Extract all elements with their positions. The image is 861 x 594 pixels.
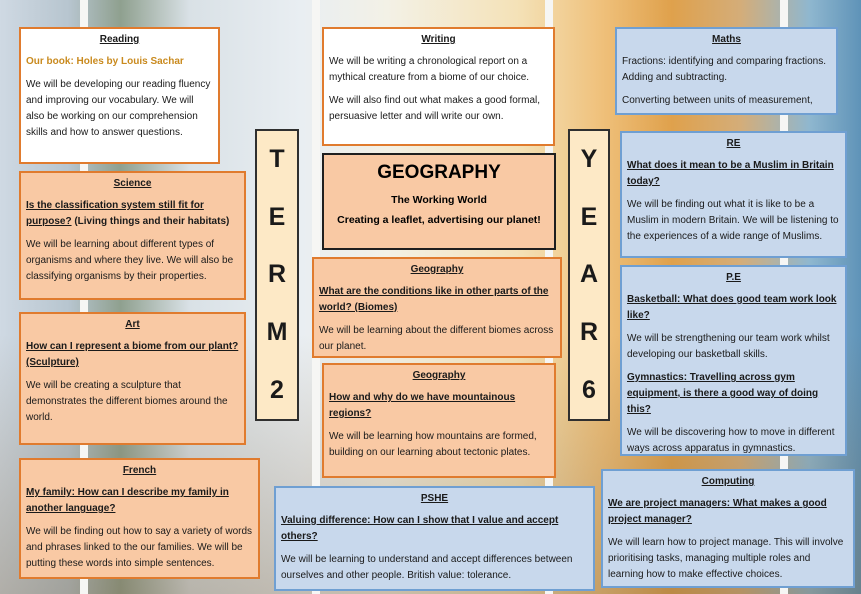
geography-biomes-question: What are the conditions like in other pa… <box>319 286 549 313</box>
geography-mountains-text: We will be learning how mountains are fo… <box>329 431 537 458</box>
year-letter: R <box>579 318 599 347</box>
french-text: We will be finding out how to say a vari… <box>26 526 253 569</box>
geography-biomes-text: We will be learning about the different … <box>319 325 554 352</box>
reading-text: We will be developing our reading fluenc… <box>26 79 211 138</box>
maths-text-2: Converting between units of measurement, <box>622 95 813 106</box>
reading-box: Reading Our book: Holes by Louis Sachar … <box>19 27 220 164</box>
pshe-text: We will be learning to understand and ac… <box>281 554 573 581</box>
french-question: My family: How can I describe my family … <box>26 487 229 514</box>
french-heading: French <box>122 465 157 476</box>
page-title: GEOGRAPHY <box>377 162 501 183</box>
art-text: We will be creating a sculpture that dem… <box>26 380 228 423</box>
geography-mountains-heading: Geography <box>412 370 466 381</box>
pe-text-2: We will be discovering how to move in di… <box>627 427 835 454</box>
year-letter: A <box>579 260 599 289</box>
computing-text: We will learn how to project manage. Thi… <box>608 537 844 580</box>
year-letter: E <box>580 202 598 231</box>
computing-box: Computing We are project managers: What … <box>601 469 855 588</box>
maths-heading: Maths <box>712 34 741 45</box>
pe-question-2: Gymnastics: Travelling across gym equipm… <box>627 372 819 415</box>
pe-box: P.E Basketball: What does good team work… <box>620 265 847 456</box>
re-box: RE What does it mean to be a Muslim in B… <box>620 131 847 258</box>
computing-question: We are project managers: What makes a go… <box>608 498 827 525</box>
geography-mountains-box: Geography How and why do we have mountai… <box>322 363 556 478</box>
writing-heading: Writing <box>421 34 456 45</box>
art-heading: Art <box>125 319 140 330</box>
page-tagline: Creating a leaflet, advertising our plan… <box>337 214 541 226</box>
maths-box: Maths Fractions: identifying and compari… <box>615 27 838 115</box>
year-banner: Y E A R 6 <box>568 129 610 421</box>
term-letter: M <box>266 318 288 347</box>
term-letter: R <box>267 260 287 289</box>
reading-book: Our book: Holes by Louis Sachar <box>26 56 184 67</box>
geography-biomes-heading: Geography <box>410 264 464 275</box>
page-subtitle: The Working World <box>391 194 487 206</box>
re-question: What does it mean to be a Muslim in Brit… <box>627 160 834 187</box>
geography-mountains-question: How and why do we have mountainous regio… <box>329 392 516 419</box>
pe-question-1: Basketball: What does good team work loo… <box>627 294 837 321</box>
term-letter: 2 <box>270 375 284 404</box>
term-letter: T <box>269 145 285 174</box>
term-letter: E <box>268 202 286 231</box>
geography-title-box: GEOGRAPHY The Working World Creating a l… <box>322 153 556 250</box>
pe-heading: P.E <box>726 272 741 283</box>
writing-box: Writing We will be writing a chronologic… <box>322 27 555 146</box>
art-question: How can I represent a biome from our pla… <box>26 341 239 368</box>
pshe-box: PSHE Valuing difference: How can I show … <box>274 486 595 591</box>
year-letter: 6 <box>582 375 596 404</box>
science-heading: Science <box>113 178 152 189</box>
re-heading: RE <box>726 138 741 149</box>
pshe-question: Valuing difference: How can I show that … <box>281 515 559 542</box>
computing-heading: Computing <box>701 476 755 487</box>
reading-heading: Reading <box>99 34 140 45</box>
science-box: Science Is the classification system sti… <box>19 171 246 300</box>
art-box: Art How can I represent a biome from our… <box>19 312 246 445</box>
term-banner: T E R M 2 <box>255 129 299 421</box>
re-text: We will be finding out what it is like t… <box>627 199 839 242</box>
pshe-heading: PSHE <box>420 493 449 504</box>
science-question-main: Is the classification system still fit f… <box>26 200 204 227</box>
geography-biomes-box: Geography What are the conditions like i… <box>312 257 562 358</box>
science-question: Is the classification system still fit f… <box>26 198 239 230</box>
pe-text-1: We will be strengthening our team work w… <box>627 333 830 360</box>
writing-text-2: We will also find out what makes a good … <box>329 95 541 122</box>
science-text: We will be learning about different type… <box>26 239 234 282</box>
science-question-suffix: (Living things and their habitats) <box>71 216 230 227</box>
maths-text-1: Fractions: identifying and comparing fra… <box>622 56 826 83</box>
writing-text-1: We will be writing a chronological repor… <box>329 56 530 83</box>
year-letter: Y <box>580 145 598 174</box>
french-box: French My family: How can I describe my … <box>19 458 260 579</box>
